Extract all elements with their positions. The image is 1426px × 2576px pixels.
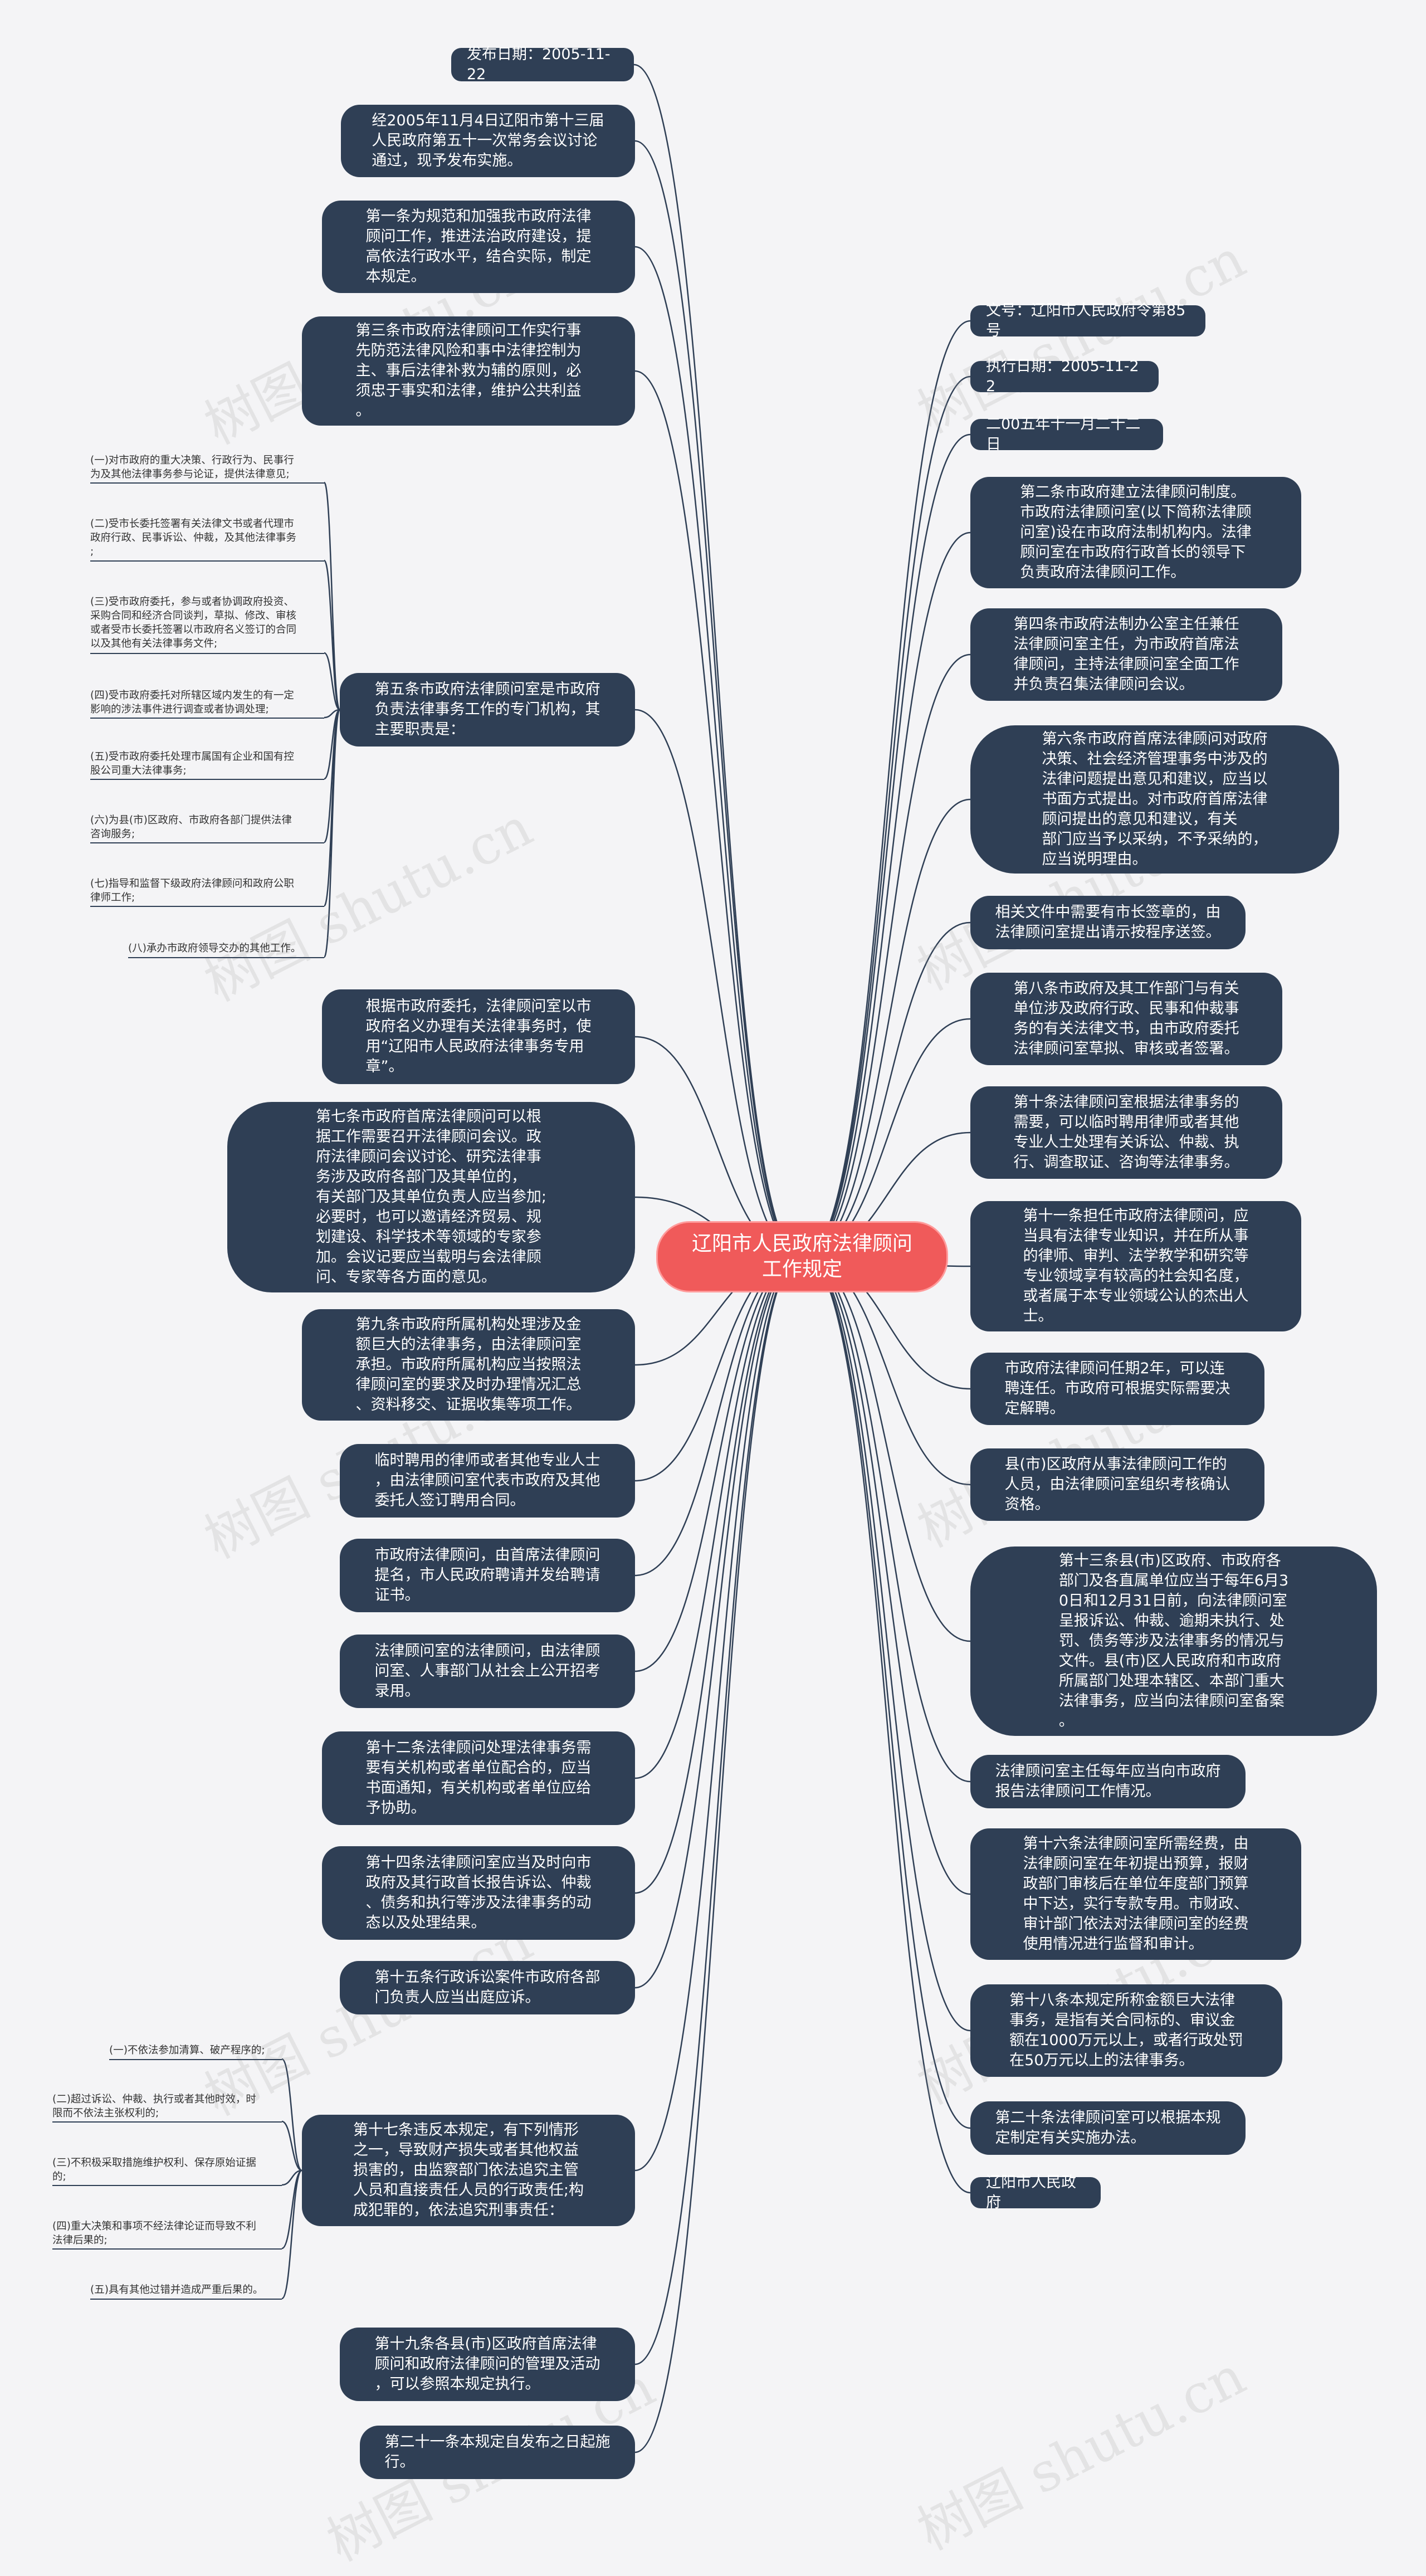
article-17-item: (一)不依法参加清算、破产程序的; bbox=[109, 2045, 265, 2056]
node-temporary-hire[interactable]: 临时聘用的律师或者其他专业人士 ，由法律顾问室代表市政府及其他 委托人签订聘用合… bbox=[340, 1444, 635, 1518]
item-underline bbox=[128, 957, 324, 958]
root-topic[interactable]: 辽阳市人民政府法律顾问 工作规定 bbox=[656, 1221, 948, 1292]
node-signature-request[interactable]: 相关文件中需要有市长签章的，由 法律顾问室提出请示按程序送签。 bbox=[970, 896, 1246, 949]
node-article-18[interactable]: 第十八条本规定所称金额巨大法律 事务，是指有关合同标的、审议金 额在1000万元… bbox=[970, 1984, 1282, 2077]
connector-left bbox=[634, 1256, 800, 2365]
connector-left bbox=[633, 64, 800, 1258]
connector-left bbox=[634, 140, 800, 1258]
node-appointment[interactable]: 市政府法律顾问，由首席法律顾问 提名，市人民政府聘请并发给聘请 证书。 bbox=[340, 1539, 635, 1612]
item-underline bbox=[52, 2248, 282, 2250]
connector-right bbox=[804, 1256, 971, 1783]
article-17-item: (五)具有其他过错并造成严重后果的。 bbox=[90, 2284, 263, 2296]
connector-left bbox=[634, 1256, 800, 1894]
item-underline bbox=[90, 653, 324, 654]
connector-sub bbox=[281, 2169, 303, 2300]
node-chinese-date[interactable]: 二00五年十一月二十二日 bbox=[970, 416, 1163, 453]
connector-left bbox=[634, 1256, 800, 2172]
node-article-21[interactable]: 第二十一条本规定自发布之日起施 行。 bbox=[360, 2426, 635, 2479]
item-underline bbox=[52, 2121, 282, 2123]
node-county-staff[interactable]: 县(市)区政府从事法律顾问工作的 人员，由法律顾问室组织考核确认 资格。 bbox=[970, 1448, 1264, 1521]
node-article-3[interactable]: 第三条市政府法律顾问工作实行事 先防范法律风险和事中法律控制为 主、事后法律补救… bbox=[302, 316, 635, 426]
connector-sub bbox=[281, 2169, 302, 2186]
connector-right bbox=[804, 1256, 971, 2129]
article-5-item: (二)受市长委托签署有关法律文书或者代理市 政府行政、民事诉讼、仲裁，及其他法律… bbox=[90, 518, 297, 558]
item-underline bbox=[90, 842, 324, 843]
node-article-10[interactable]: 第十条法律顾问室根据法律事务的 需要，可以临时聘用律师或者其他 专业人士处理有关… bbox=[970, 1086, 1282, 1179]
node-article-5[interactable]: 第五条市政府法律顾问室是市政府 负责法律事务工作的专门机构，其 主要职责是： bbox=[340, 673, 635, 747]
connector-left bbox=[634, 1256, 800, 1779]
connector-left bbox=[634, 246, 800, 1258]
connector-sub bbox=[323, 559, 341, 711]
connector-right bbox=[804, 433, 971, 1258]
item-underline bbox=[109, 2059, 282, 2060]
connector-left bbox=[634, 1256, 800, 1672]
node-article-11[interactable]: 第十一条担任市政府法律顾问，应 当具有法律专业知识，并在所从事 的律师、审判、法… bbox=[970, 1201, 1301, 1331]
article-17-item: (三)不积极采取措施维护权利、保存原始证据 的; bbox=[52, 2157, 256, 2183]
connector-sub bbox=[281, 2120, 302, 2172]
node-annual-report[interactable]: 法律顾问室主任每年应当向市政府 报告法律顾问工作情况。 bbox=[970, 1755, 1246, 1808]
item-underline bbox=[90, 482, 324, 484]
item-underline bbox=[90, 560, 324, 562]
article-17-item: (二)超过诉讼、仲裁、执行或者其他时效，时 限而不依法主张权利的; bbox=[52, 2094, 256, 2119]
article-5-item: (三)受市政府委托，参与或者协调政府投资、 采购合同和经济合同谈判，草拟、修改、… bbox=[90, 596, 297, 650]
node-execution-date[interactable]: 执行日期：2005-11-22 bbox=[970, 358, 1159, 395]
node-article-7[interactable]: 第七条市政府首席法律顾问可以根 据工作需要召开法律顾问会议。政 府法律顾问会议讨… bbox=[227, 1102, 635, 1292]
node-article-15[interactable]: 第十五条行政诉讼案件市政府各部 门负责人应当出庭应诉。 bbox=[340, 1961, 635, 2014]
connector-right bbox=[804, 653, 971, 1258]
connector-right bbox=[804, 1256, 971, 2032]
connector-left bbox=[634, 370, 800, 1258]
connector-left bbox=[634, 1256, 800, 1577]
node-article-2[interactable]: 第二条市政府建立法律顾问制度。 市政府法律顾问室(以下简称法律顾 问室)设在市政… bbox=[970, 477, 1301, 588]
connector-sub bbox=[323, 709, 341, 958]
node-article-17[interactable]: 第十七条违反本规定，有下列情形 之一，导致财产损失或者其他权益 损害的，由监察部… bbox=[302, 2115, 635, 2226]
node-article-16[interactable]: 第十六条法律顾问室所需经费，由 法律顾问室在年初提出预算，报财 政部门审核后在单… bbox=[970, 1828, 1301, 1960]
node-article-13[interactable]: 第十三条县(市)区政府、市政府各 部门及各直属单位应当于每年6月3 0日和12月… bbox=[970, 1546, 1377, 1736]
node-article-20[interactable]: 第二十条法律顾问室可以根据本规 定制定有关实施办法。 bbox=[970, 2101, 1246, 2155]
node-article-12[interactable]: 第十二条法律顾问处理法律事务需 要有关机构或者单位配合的，应当 书面通知，有关机… bbox=[322, 1731, 635, 1825]
node-article-14[interactable]: 第十四条法律顾问室应当及时向市 政府及其行政首长报告诉讼、仲裁 、债务和执行等涉… bbox=[322, 1846, 635, 1940]
node-publish-date[interactable]: 发布日期：2005-11-22 bbox=[451, 46, 634, 83]
node-document-number[interactable]: 文号：辽阳市人民政府令第85号 bbox=[970, 302, 1205, 339]
article-5-item: (一)对市政府的重大决策、行政行为、民事行 为及其他法律事务参与论证，提供法律意… bbox=[90, 455, 294, 480]
connector-right bbox=[804, 1256, 971, 1895]
node-term-of-office[interactable]: 市政府法律顾问任期2年，可以连 聘连任。市政府可根据实际需要决 定解聘。 bbox=[970, 1353, 1264, 1425]
connector-right bbox=[804, 320, 971, 1258]
connector-right bbox=[804, 1256, 971, 2194]
article-5-item: (七)指导和监督下级政府法律顾问和政府公职 律师工作; bbox=[90, 878, 294, 904]
item-underline bbox=[90, 718, 324, 719]
article-5-item: (六)为县(市)区政府、市政府各部门提供法律 咨询服务; bbox=[90, 814, 292, 840]
node-article-8[interactable]: 第八条市政府及其工作部门与有关 单位涉及政府行政、民事和仲裁事 务的有关法律文书… bbox=[970, 973, 1282, 1065]
node-adoption-note[interactable]: 经2005年11月4日辽阳市第十三届 人民政府第五十一次常务会议讨论 通过，现予… bbox=[341, 105, 635, 177]
article-17-item: (四)重大决策和事项不经法律论证而导致不利 法律后果的; bbox=[52, 2221, 256, 2246]
node-recruitment[interactable]: 法律顾问室的法律顾问，由法律顾 问室、人事部门从社会上公开招考 录用。 bbox=[340, 1635, 635, 1708]
connector-sub bbox=[323, 481, 341, 711]
connector-left bbox=[634, 1256, 800, 2453]
article-5-item: (五)受市政府委托处理市属国有企业和国有控 股公司重大法律事务; bbox=[90, 751, 294, 777]
connector-left bbox=[634, 1256, 800, 1989]
article-5-item: (八)承办市政府领导交办的其他工作。 bbox=[128, 943, 301, 954]
connector-right bbox=[804, 375, 971, 1258]
article-5-item: (四)受市政府委托对所辖区域内发生的有一定 影响的涉法事件进行调查或者协调处理; bbox=[90, 690, 294, 715]
connector-sub bbox=[324, 709, 340, 719]
node-article-6[interactable]: 第六条市政府首席法律顾问对政府 决策、社会经济管理事务中涉及的 法律问题提出意见… bbox=[970, 725, 1339, 874]
item-underline bbox=[90, 779, 324, 780]
connector-right bbox=[804, 921, 971, 1258]
connector-left bbox=[634, 709, 800, 1258]
item-underline bbox=[52, 2185, 282, 2186]
node-special-seal[interactable]: 根据市政府委托，法律顾问室以市 政府名义办理有关法律事务时，使 用“辽阳市人民政… bbox=[322, 989, 635, 1084]
node-article-1[interactable]: 第一条为规范和加强我市政府法律 顾问工作，推进法治政府建设，提 高依法行政水平，… bbox=[322, 201, 635, 293]
connector-sub bbox=[324, 652, 340, 711]
node-issuer[interactable]: 辽阳市人民政府 bbox=[970, 2174, 1101, 2211]
node-article-9[interactable]: 第九条市政府所属机构处理涉及金 额巨大的法律事务，由法律顾问室 承担。市政府所属… bbox=[302, 1309, 635, 1421]
mindmap-canvas: 树图 shutu.cn 树图 shutu.cn 树图 shutu.cn 树图 s… bbox=[52, 46, 1377, 2573]
connector-right bbox=[804, 1256, 971, 1642]
node-article-4[interactable]: 第四条市政府法制办公室主任兼任 法律顾问室主任，为市政府首席法 律顾问，主持法律… bbox=[970, 608, 1282, 701]
connector-sub bbox=[281, 2058, 302, 2172]
item-underline bbox=[90, 906, 324, 907]
connector-right bbox=[804, 531, 971, 1258]
node-article-19[interactable]: 第十九条各县(市)区政府首席法律 顾问和政府法律顾问的管理及活动 ，可以参照本规… bbox=[340, 2328, 635, 2401]
item-underline bbox=[90, 2299, 282, 2300]
